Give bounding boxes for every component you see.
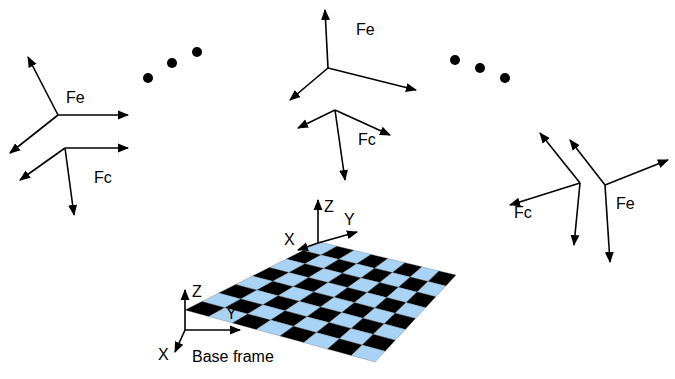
ellipsis-dot — [143, 73, 153, 83]
axis-arrow — [290, 68, 328, 100]
frame-label: Fe — [66, 90, 85, 106]
axis-arrow — [335, 110, 345, 180]
axis-label: X — [284, 232, 295, 248]
axis-arrow — [20, 148, 65, 180]
axis-arrow — [540, 133, 580, 183]
frame-label: Fc — [514, 205, 532, 221]
checkerboard — [185, 242, 456, 362]
axis-label: X — [158, 347, 169, 363]
axis-arrow — [175, 330, 185, 352]
frame-caption: Base frame — [192, 349, 274, 365]
axis-arrow — [605, 185, 610, 262]
frame-label: Fc — [358, 132, 376, 148]
frame-label: Fc — [94, 170, 112, 186]
axis-arrow — [570, 140, 605, 185]
ellipsis-dot — [167, 58, 177, 68]
axis-arrow — [28, 57, 58, 115]
axis-label: Z — [324, 199, 334, 215]
axis-arrow — [58, 114, 128, 116]
axis-label: Y — [344, 212, 355, 228]
board-square — [351, 345, 385, 362]
axis-arrow — [318, 232, 357, 243]
ellipsis-dot — [192, 47, 202, 57]
axis-arrow — [10, 115, 58, 153]
axis-arrow — [298, 243, 318, 250]
ellipsis-dot — [500, 73, 510, 83]
ellipsis-dots — [143, 47, 510, 83]
axis-arrow — [317, 200, 319, 243]
axis-arrows — [10, 10, 668, 352]
axis-arrow — [328, 68, 416, 90]
frame-label: Fe — [616, 196, 635, 212]
frame-label: Fe — [356, 22, 375, 38]
axis-arrow — [185, 329, 240, 331]
axis-arrow — [184, 290, 186, 330]
axis-arrow — [65, 148, 74, 215]
axis-arrow — [510, 183, 580, 205]
axis-arrow — [65, 147, 128, 149]
axis-arrow — [605, 160, 668, 185]
axis-arrow — [325, 10, 328, 68]
axis-arrow — [298, 110, 335, 128]
ellipsis-dot — [475, 63, 485, 73]
axis-label: Z — [192, 284, 202, 300]
ellipsis-dot — [450, 55, 460, 65]
axis-arrow — [574, 183, 580, 245]
axis-label: Y — [226, 306, 237, 322]
